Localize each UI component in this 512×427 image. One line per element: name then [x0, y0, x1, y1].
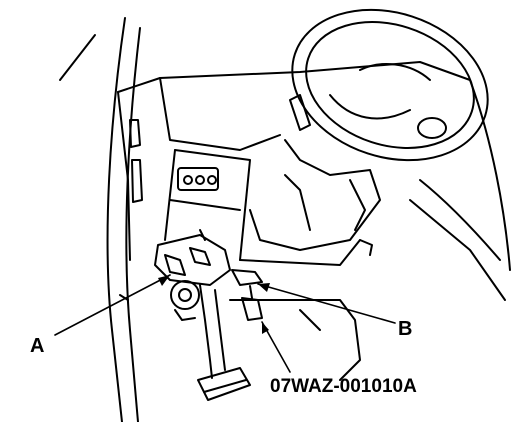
leader-a	[54, 274, 171, 336]
arrowhead-b	[258, 283, 270, 292]
brake-switch-assembly	[154, 229, 231, 321]
floor	[119, 294, 361, 381]
dashboard	[117, 61, 511, 301]
steering-wheel	[291, 8, 489, 162]
arrowhead-tool	[262, 322, 269, 334]
callout-label-b: B	[398, 318, 412, 340]
lower-panel	[164, 149, 361, 266]
callout-arrowheads	[158, 275, 270, 334]
connector-b	[231, 269, 263, 321]
arrowhead-a	[158, 275, 170, 286]
callout-leaders	[54, 274, 396, 373]
leader-b	[257, 283, 396, 324]
callout-label-a: A	[30, 335, 44, 357]
tool-number-label: 07WAZ-001010A	[270, 376, 417, 397]
kick-panel	[129, 119, 143, 203]
brake-pedal	[197, 284, 251, 401]
steering-column	[249, 94, 381, 256]
